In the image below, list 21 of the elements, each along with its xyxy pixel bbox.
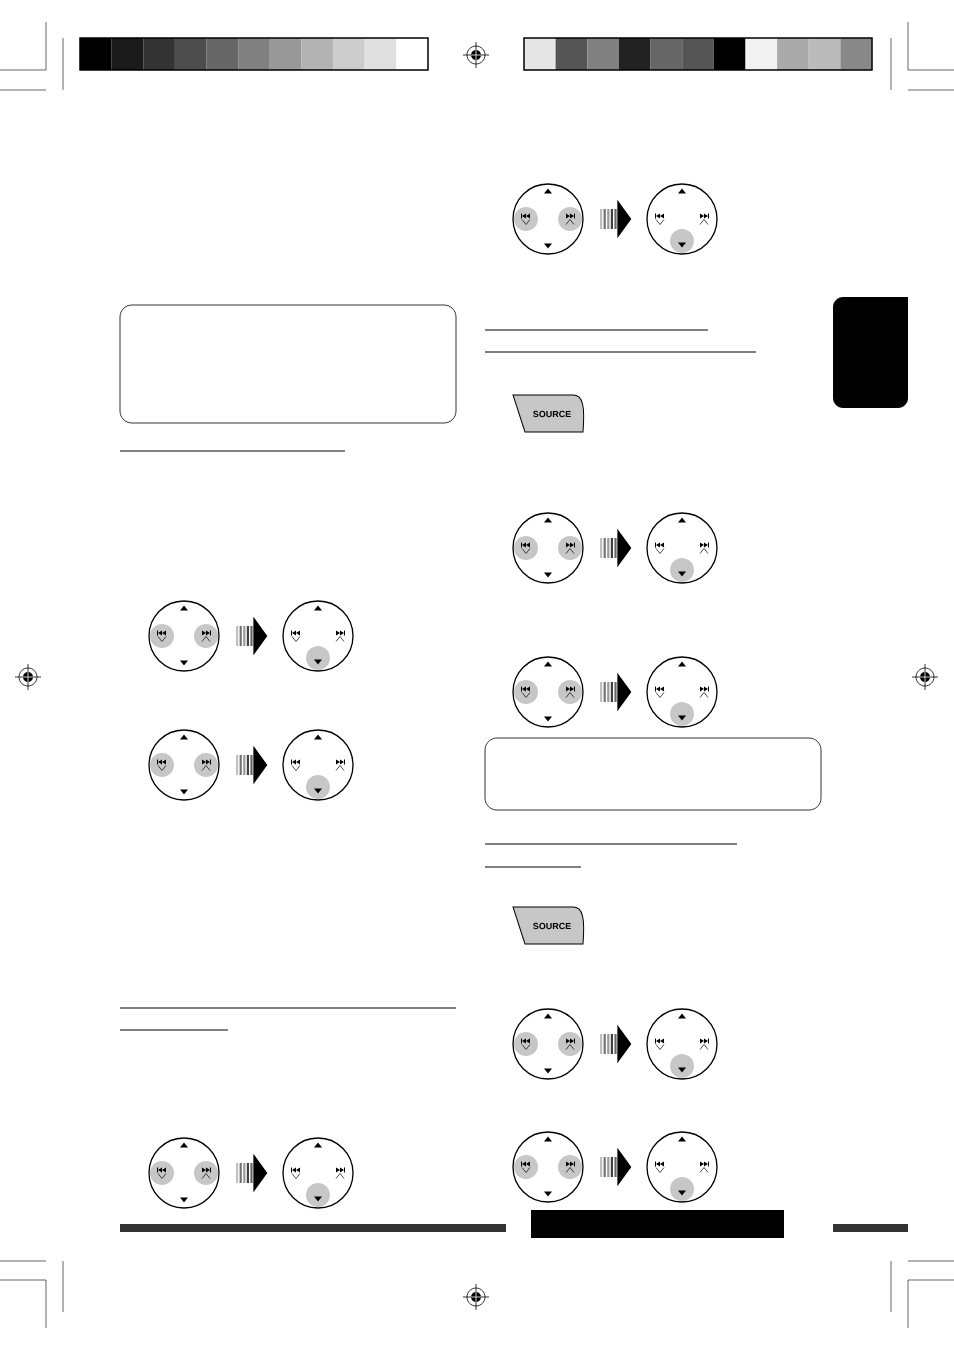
control-pad	[646, 183, 718, 255]
control-pad	[148, 600, 220, 672]
control-pad	[512, 183, 584, 255]
control-pad	[512, 1008, 584, 1080]
side-tab	[833, 297, 908, 408]
note-box	[484, 737, 822, 811]
control-pad	[646, 512, 718, 584]
source-button: SOURCE	[512, 906, 585, 945]
control-pad	[646, 1131, 718, 1203]
source-button: SOURCE	[512, 394, 585, 433]
control-pad	[646, 656, 718, 728]
control-pad	[282, 600, 354, 672]
control-pad	[646, 1008, 718, 1080]
note-box	[119, 304, 457, 424]
control-pad	[282, 729, 354, 801]
control-pad	[512, 1131, 584, 1203]
control-pad	[148, 1137, 220, 1209]
control-pad	[148, 729, 220, 801]
control-pad	[282, 1137, 354, 1209]
control-pad	[512, 512, 584, 584]
control-pad	[512, 656, 584, 728]
